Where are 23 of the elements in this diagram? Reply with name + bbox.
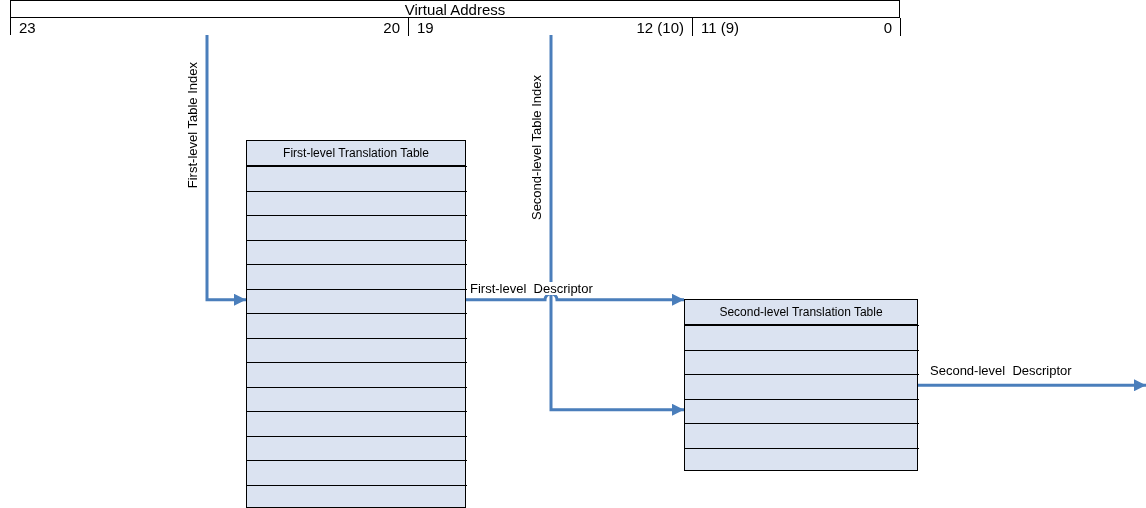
arrow — [466, 292, 684, 306]
edge-label: First-level Table Index — [186, 62, 199, 189]
arrow — [205, 35, 246, 306]
bit-field — [11, 18, 409, 36]
register-title: Virtual Address — [404, 1, 506, 17]
bit-field — [409, 18, 693, 36]
table-title: Second-level Translation Table — [719, 304, 883, 321]
bit-number: 11 (9) — [701, 19, 740, 35]
translation-table — [684, 299, 918, 471]
arrow — [549, 35, 684, 416]
bit-field — [693, 18, 901, 36]
edge-label: Second-level Descriptor — [930, 364, 1072, 377]
bit-number: 20 — [383, 19, 400, 35]
edge-label: First-level Descriptor — [470, 282, 593, 295]
bit-number: 0 — [883, 19, 892, 35]
translation-table — [246, 140, 466, 508]
edge-label: Second-level Table Index — [530, 75, 543, 221]
bit-number: 19 — [417, 19, 434, 35]
bit-number: 23 — [19, 19, 36, 35]
address-register — [10, 0, 900, 35]
table-title: First-level Translation Table — [283, 145, 429, 162]
arrow — [918, 379, 1146, 392]
bit-number: 12 (10) — [636, 19, 684, 35]
